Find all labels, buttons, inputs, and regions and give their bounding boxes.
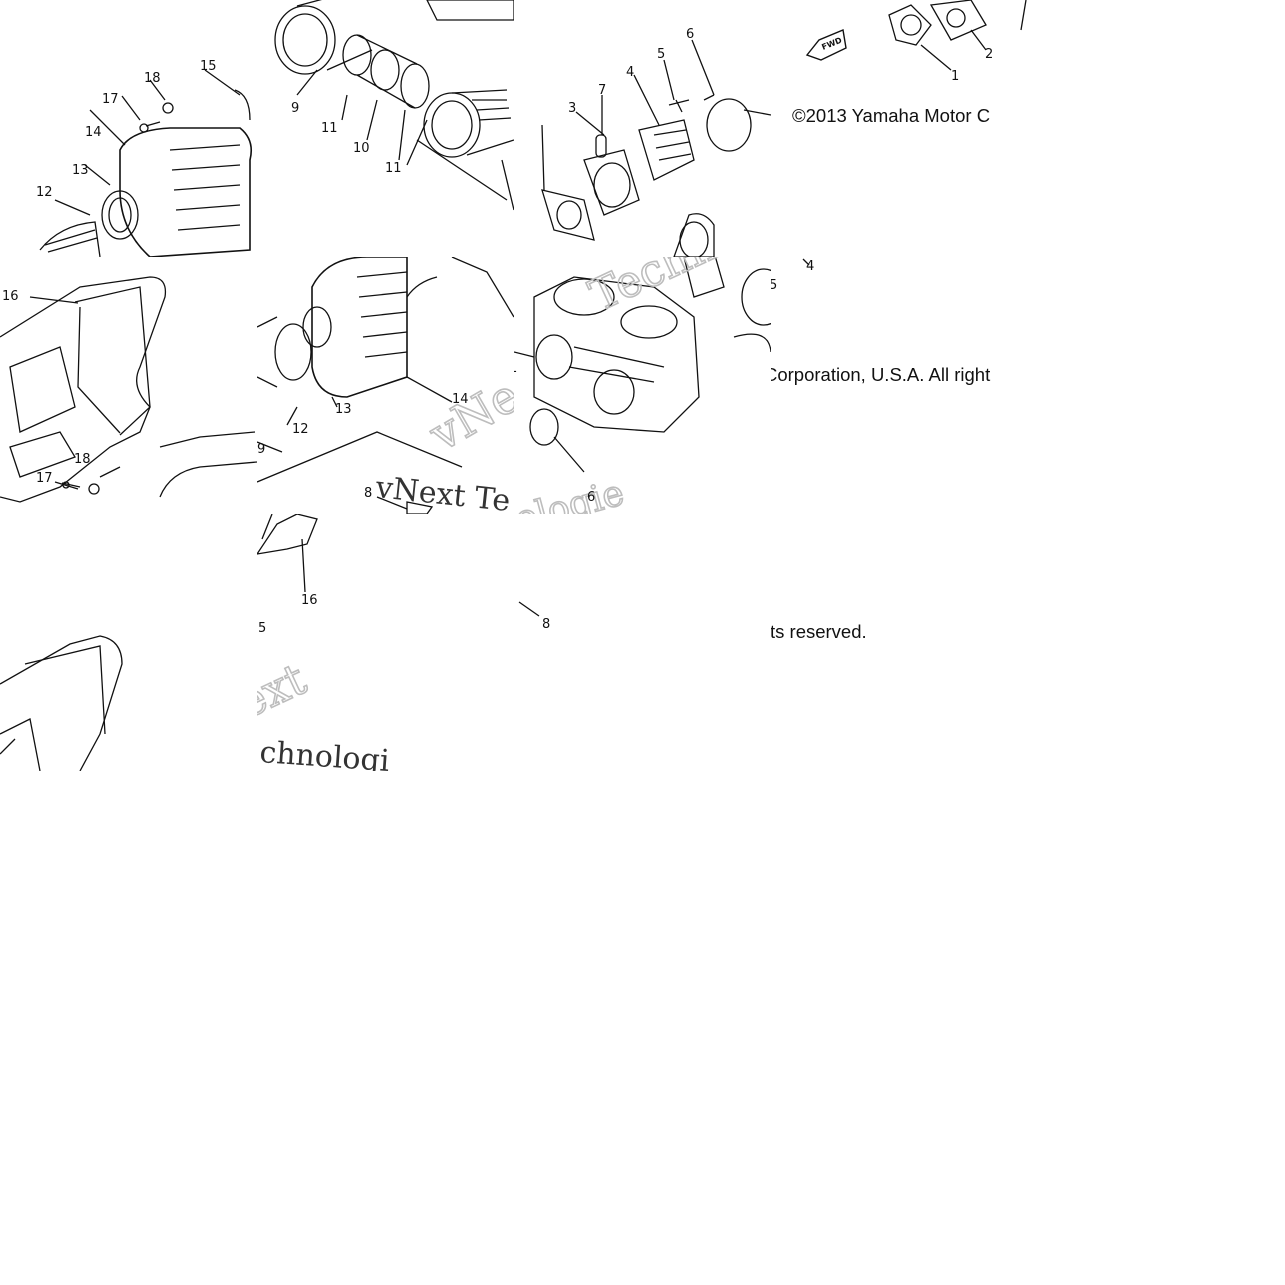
callout-17b: 17 [36, 471, 53, 486]
callout-fragment-lower-drawing: 8 [518, 601, 550, 632]
callout-14: 14 [85, 125, 102, 140]
carburetor-drawing: Techno ologie 1 6 [514, 257, 771, 514]
callout-4b: 4 [806, 259, 814, 274]
case-fastener-callouts: 17 18 [36, 452, 91, 490]
callout-11a: 11 [321, 121, 338, 136]
case-corner-drawing [0, 635, 123, 771]
airbox-lid-detail-drawing: 12 13 14 9 vNe vNext Te [257, 257, 514, 514]
airbox-lid-drawing: 17 18 15 14 13 12 [36, 59, 253, 257]
callout-9b: 9 [257, 442, 265, 457]
fwd-gasket-drawing: FWD 1 2 [805, 0, 1027, 84]
callout-10: 10 [353, 141, 370, 156]
tile-watermark-bottom: 16 5 ext chnologi [257, 514, 514, 771]
callout-13b: 13 [335, 402, 352, 417]
callout-fragment-drawing: 4 5 [771, 258, 814, 293]
copyright-line-2: Corporation, U.S.A. All right [771, 364, 991, 385]
callout-5: 5 [657, 47, 665, 62]
tile-manifold-clamps: 7 3 4 5 6 [514, 0, 771, 257]
air-cleaner-case-drawing: 16 [0, 276, 257, 503]
manifold-clamps-drawing: 7 3 4 5 6 [541, 27, 771, 257]
callout-12b: 12 [292, 422, 309, 437]
tile-air-cleaner-case: 16 [0, 257, 257, 514]
callout-7: 7 [598, 83, 606, 98]
tile-copyright-middle: 4 5 Corporation, U.S.A. All right [771, 257, 1028, 514]
watermark-line-2: chnologi [258, 735, 390, 771]
callout-18b: 18 [74, 452, 91, 467]
callout-12: 12 [36, 185, 53, 200]
callout-6: 6 [686, 27, 694, 42]
tile-airbox-lid: 17 18 15 14 13 12 [0, 0, 257, 257]
callout-5b: 5 [771, 278, 777, 293]
tile-intake-ducts: 9 11 10 11 [257, 0, 514, 257]
tile-callout-fragment: 8 [514, 514, 771, 771]
tile-copyright-end: ts reserved. [771, 514, 1028, 771]
watermark-fragment-ext: ext [257, 654, 314, 729]
intake-ducts-drawing: 9 11 10 11 [274, 0, 514, 211]
callout-17: 17 [102, 92, 119, 107]
callout-2: 2 [985, 47, 993, 62]
callout-4: 4 [626, 65, 634, 80]
fwd-arrow-icon: FWD [805, 29, 847, 61]
callout-16b: 16 [301, 593, 318, 608]
callout-8b: 8 [364, 486, 372, 501]
tile-carburetor: Techno ologie 1 6 [514, 257, 771, 514]
watermark-fragment-ologie: ologie [514, 472, 628, 514]
callout-16: 16 [2, 289, 19, 304]
copyright-line-1: ©2013 Yamaha Motor C [792, 105, 991, 126]
watermark-fragment-techno: Techno [582, 257, 748, 322]
callout-11b: 11 [385, 161, 402, 176]
callout-1: 1 [951, 69, 959, 84]
watermark-bottom-drawing: 16 5 ext chnologi [257, 514, 391, 771]
callout-18: 18 [144, 71, 161, 86]
callout-14b: 14 [452, 392, 469, 407]
callout-15: 15 [200, 59, 217, 74]
callout-8: 8 [542, 617, 550, 632]
bolt-callout-overlay: 8 [364, 486, 434, 514]
copyright-line-3: ts reserved. [771, 621, 867, 642]
callout-6b: 6 [587, 490, 595, 505]
callout-1b: 1 [514, 361, 517, 376]
callout-9: 9 [291, 101, 299, 116]
callout-13: 13 [72, 163, 89, 178]
callout-5c: 5 [258, 621, 266, 636]
callout-3: 3 [568, 101, 576, 116]
tile-case-corner [0, 514, 257, 771]
tile-airbox-lid-detail: 12 13 14 9 vNe vNext Te [257, 257, 514, 514]
tile-fwd-copyright: FWD 1 2 ©2013 Yamaha Motor C [771, 0, 1028, 257]
